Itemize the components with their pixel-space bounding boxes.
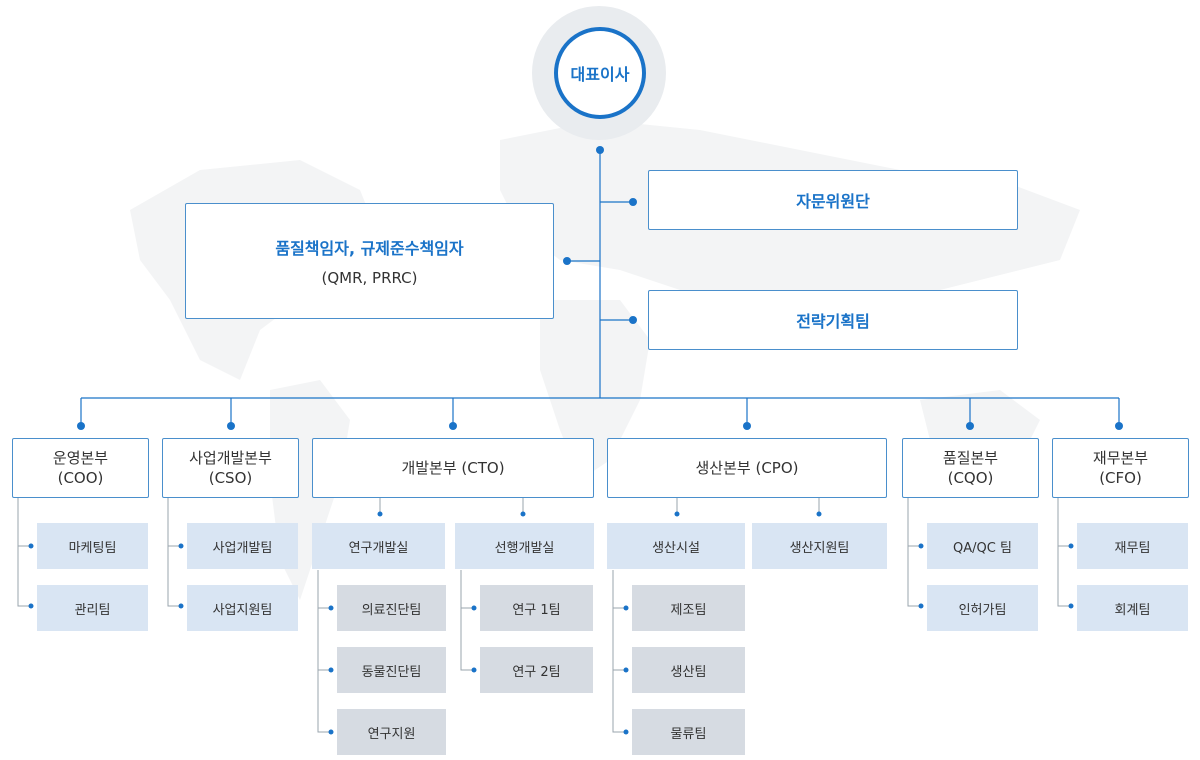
division-code: (CSO) bbox=[208, 469, 253, 487]
team-box: 회계팀 bbox=[1077, 585, 1188, 631]
division-code: (COO) bbox=[57, 469, 104, 487]
sub-team-label: 연구지원 bbox=[367, 726, 416, 742]
team-label: 사업개발팀 bbox=[212, 540, 273, 556]
division-name: 개발본부 (CTO) bbox=[401, 459, 505, 477]
division-code: (CFO) bbox=[1099, 469, 1142, 487]
sub-team-label: 의료진단팀 bbox=[361, 602, 422, 618]
division-cso: 사업개발본부 (CSO) bbox=[162, 438, 299, 498]
division-code: (CQO) bbox=[947, 469, 994, 487]
lab-box: 연구개발실 bbox=[312, 523, 445, 569]
sub-team-box: 의료진단팀 bbox=[337, 585, 446, 631]
strategy-box: 전략기획팀 bbox=[648, 290, 1018, 350]
lab-label: 선행개발실 bbox=[494, 540, 555, 556]
team-box: 사업개발팀 bbox=[187, 523, 298, 569]
division-cfo: 재무본부 (CFO) bbox=[1052, 438, 1189, 498]
sub-team-box: 생산팀 bbox=[632, 647, 745, 693]
sub-team-label: 연구 1팀 bbox=[512, 602, 561, 618]
team-box: 관리팀 bbox=[37, 585, 148, 631]
unit-box: 생산지원팀 bbox=[752, 523, 887, 569]
sub-team-label: 동물진단팀 bbox=[361, 664, 422, 680]
division-cpo: 생산본부 (CPO) bbox=[607, 438, 887, 498]
ceo-node: 대표이사 bbox=[554, 27, 646, 119]
team-label: 사업지원팀 bbox=[212, 602, 273, 618]
division-cto: 개발본부 (CTO) bbox=[312, 438, 594, 498]
division-coo: 운영본부 (COO) bbox=[12, 438, 149, 498]
qmr-subtitle: (QMR, PRRC) bbox=[321, 269, 418, 287]
division-name: 품질본부 bbox=[942, 449, 999, 467]
advisory-label: 자문위원단 bbox=[796, 192, 870, 211]
sub-team-label: 생산팀 bbox=[670, 664, 707, 680]
sub-team-box: 동물진단팀 bbox=[337, 647, 446, 693]
division-name: 재무본부 bbox=[1092, 449, 1149, 467]
sub-team-box: 연구 2팀 bbox=[480, 647, 593, 693]
division-cqo: 품질본부 (CQO) bbox=[902, 438, 1039, 498]
advisory-box: 자문위원단 bbox=[648, 170, 1018, 230]
strategy-label: 전략기획팀 bbox=[796, 312, 870, 331]
team-label: 재무팀 bbox=[1114, 540, 1151, 556]
lab-label: 연구개발실 bbox=[348, 540, 409, 556]
team-box: 재무팀 bbox=[1077, 523, 1188, 569]
qmr-title: 품질책임자, 규제준수책임자 bbox=[275, 239, 464, 258]
sub-team-box: 제조팀 bbox=[632, 585, 745, 631]
team-label: 회계팀 bbox=[1114, 602, 1151, 618]
division-name: 사업개발본부 bbox=[189, 449, 272, 467]
sub-team-box: 연구지원 bbox=[337, 709, 446, 755]
qmr-box: 품질책임자, 규제준수책임자 (QMR, PRRC) bbox=[185, 203, 554, 319]
sub-team-label: 연구 2팀 bbox=[512, 664, 561, 680]
sub-team-label: 물류팀 bbox=[670, 726, 707, 742]
unit-label: 생산지원팀 bbox=[789, 540, 850, 556]
team-box: 인허가팀 bbox=[927, 585, 1038, 631]
sub-team-box: 연구 1팀 bbox=[480, 585, 593, 631]
team-label: 마케팅팀 bbox=[68, 540, 117, 556]
sub-team-label: 제조팀 bbox=[670, 602, 707, 618]
team-label: 인허가팀 bbox=[958, 602, 1007, 618]
lab-box: 선행개발실 bbox=[455, 523, 594, 569]
division-name: 생산본부 (CPO) bbox=[695, 459, 799, 477]
ceo-label: 대표이사 bbox=[570, 65, 630, 84]
team-box: 사업지원팀 bbox=[187, 585, 298, 631]
team-box: QA/QC 팀 bbox=[927, 523, 1038, 569]
sub-team-box: 물류팀 bbox=[632, 709, 745, 755]
unit-label: 생산시설 bbox=[652, 540, 700, 556]
team-label: 관리팀 bbox=[74, 602, 111, 618]
team-label: QA/QC 팀 bbox=[953, 540, 1012, 556]
unit-box: 생산시설 bbox=[607, 523, 745, 569]
division-name: 운영본부 bbox=[52, 449, 109, 467]
team-box: 마케팅팀 bbox=[37, 523, 148, 569]
